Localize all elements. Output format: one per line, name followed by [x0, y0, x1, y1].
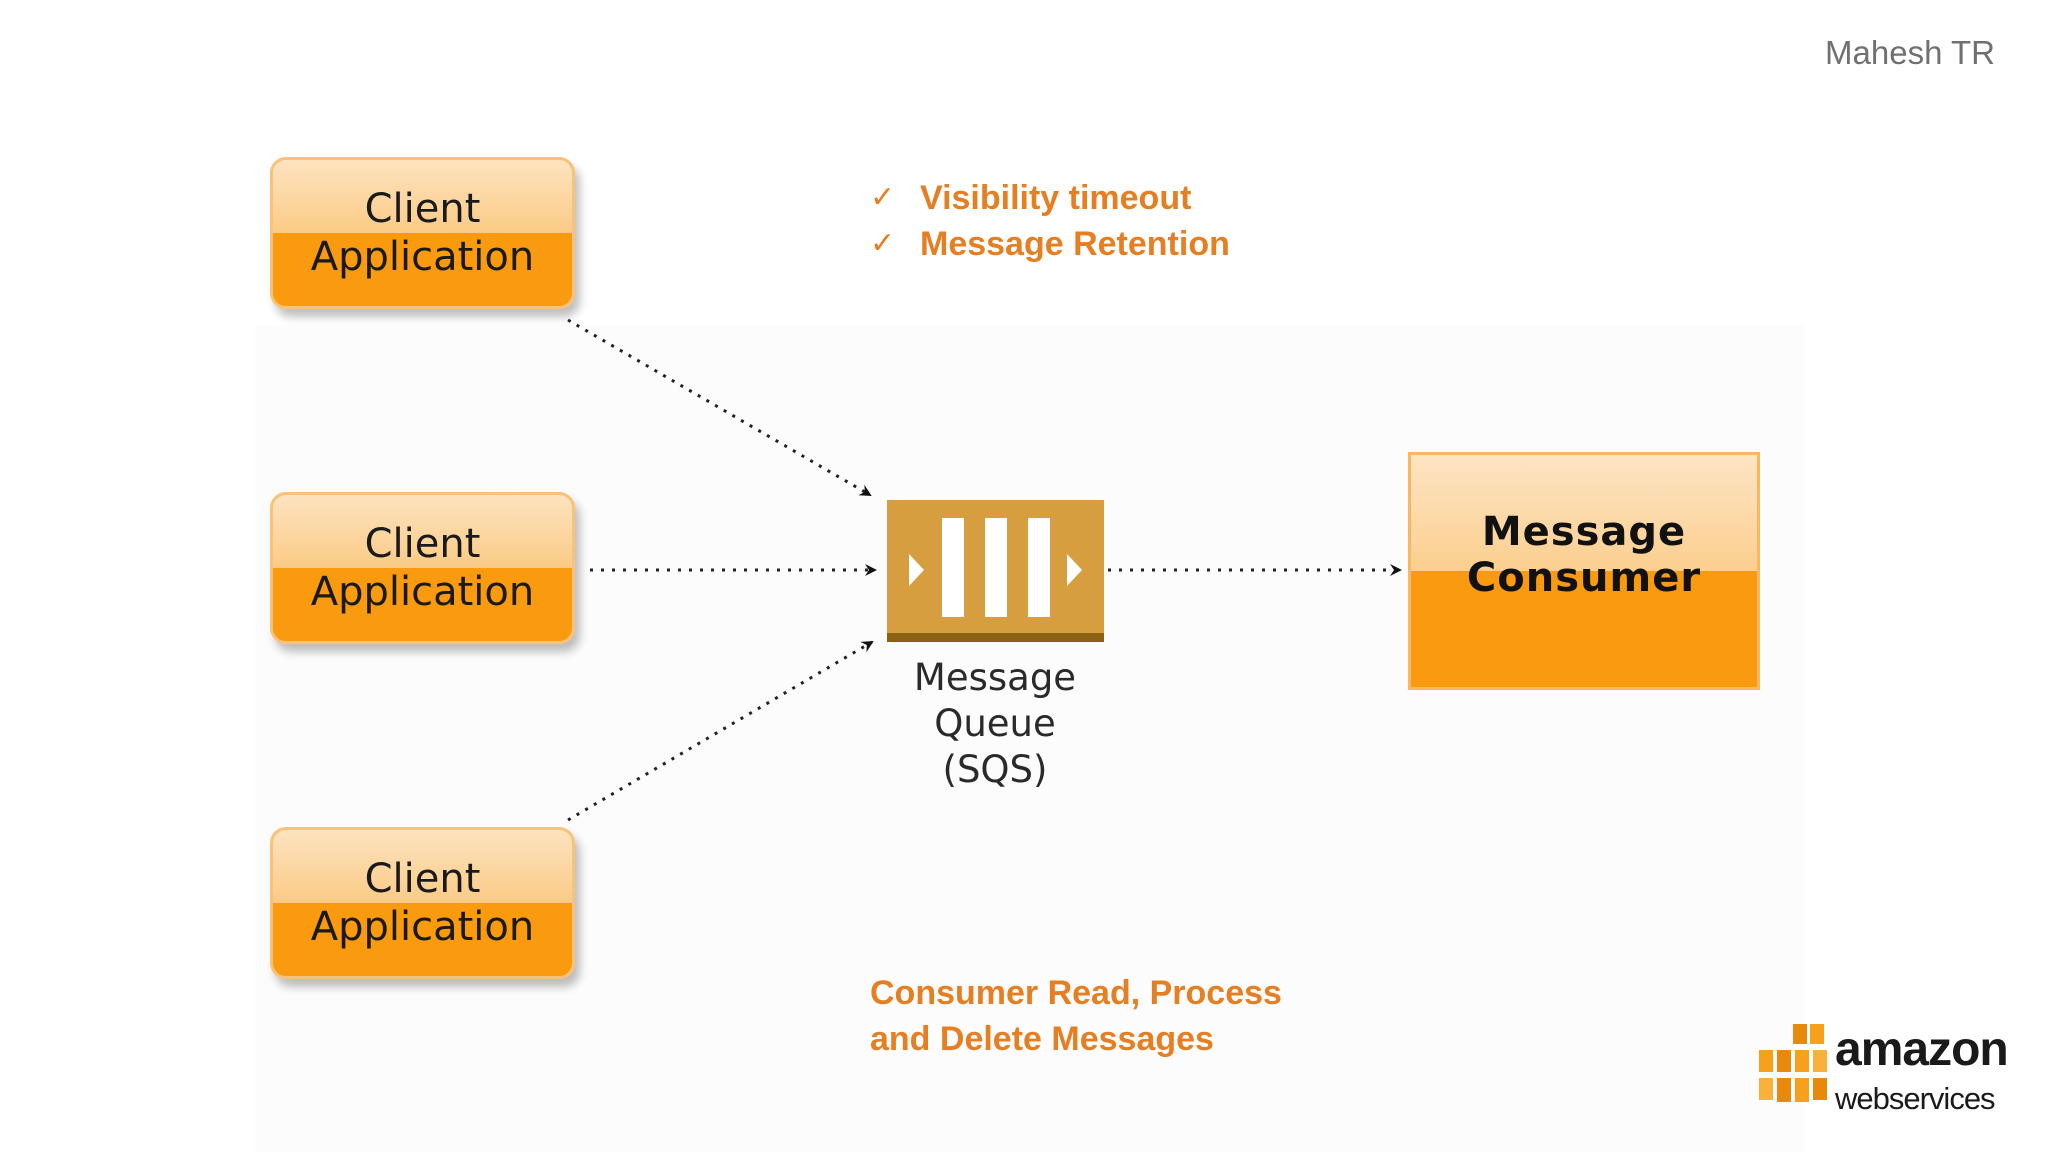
aws-wordmark-amazon: amazon	[1835, 1023, 2009, 1076]
message-consumer: Message Consumer	[1408, 452, 1760, 690]
client-application-2: Client Application	[270, 492, 575, 644]
client-application-3: Client Application	[270, 827, 575, 979]
check-mark-icon: ✓	[870, 226, 896, 261]
feature-label: Message Retention	[920, 225, 1230, 263]
feature-item: ✓ Visibility timeout	[870, 175, 1230, 221]
message-queue-icon	[887, 500, 1104, 642]
arrow-client1-to-queue	[567, 318, 872, 497]
aws-wordmark-webservices: webservices	[1835, 1081, 1996, 1116]
consumer-label-line1: Message	[1481, 509, 1687, 555]
client-label-line2: Application	[310, 904, 535, 950]
caption-line1: Consumer Read, Process	[870, 974, 1282, 1012]
client-label-line1: Client	[364, 856, 481, 902]
queue-label-line2: Queue	[934, 702, 1056, 745]
queue-bar	[1028, 518, 1050, 617]
queue-label: Message Queue (SQS)	[845, 655, 1145, 793]
consumer-label-line2: Consumer	[1466, 555, 1702, 601]
aws-cubes-icon	[1759, 1024, 1827, 1102]
author-name: Mahesh TR	[1825, 34, 1995, 71]
queue-label-line1: Message	[913, 656, 1077, 699]
arrow-client3-to-queue	[567, 640, 874, 822]
feature-label: Visibility timeout	[920, 179, 1192, 217]
queue-bar	[942, 518, 964, 617]
queue-bar	[985, 518, 1007, 617]
queue-out-chevron	[1067, 554, 1082, 586]
client-label-line2: Application	[310, 569, 535, 615]
client-label-line2: Application	[310, 234, 535, 280]
aws-logo: amazon webservices	[1755, 1020, 2009, 1140]
queue-label-line3: (SQS)	[942, 748, 1048, 791]
check-mark-icon: ✓	[870, 180, 896, 215]
feature-checklist: ✓ Visibility timeout ✓ Message Retention	[870, 175, 1230, 267]
feature-item: ✓ Message Retention	[870, 221, 1230, 267]
client-application-1: Client Application	[270, 157, 575, 309]
client-label-line1: Client	[364, 521, 481, 567]
client-label-line1: Client	[364, 186, 481, 232]
caption-line2: and Delete Messages	[870, 1020, 1214, 1058]
consumer-caption: Consumer Read, Process and Delete Messag…	[870, 970, 1282, 1062]
queue-in-chevron	[909, 554, 924, 586]
